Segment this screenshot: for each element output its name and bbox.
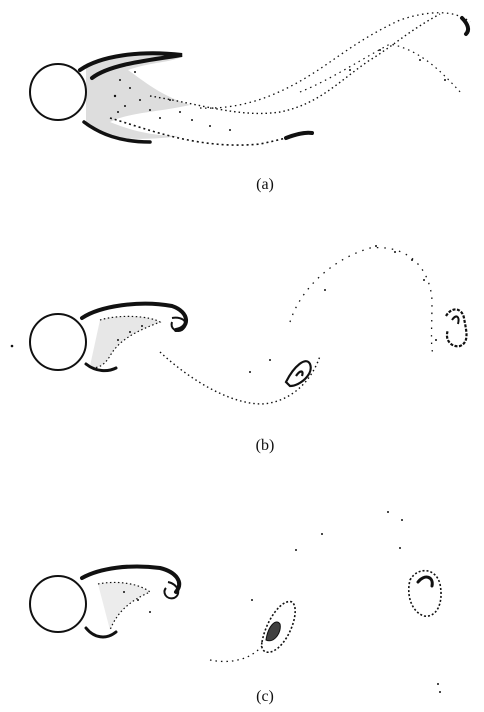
particles-c	[123, 511, 441, 693]
cylinder-a	[30, 64, 86, 120]
streak-lower-b	[160, 352, 320, 404]
cylinder-c	[30, 576, 86, 632]
streak-lower-c	[210, 646, 262, 661]
streak-lower-tip-a	[286, 133, 312, 138]
streak-main-a	[150, 14, 440, 113]
panel-c	[30, 511, 441, 693]
cylinder-b	[30, 314, 86, 370]
wake-lobe-c	[98, 582, 150, 630]
streak-mid-a	[300, 44, 462, 94]
panel-label-c: (c)	[235, 688, 295, 706]
panel-a	[30, 13, 470, 145]
wake-body-a	[86, 53, 190, 139]
shear-layer-bottom-c	[86, 628, 116, 637]
panel-label-a: (a)	[235, 176, 295, 194]
vortex-b2	[446, 309, 467, 346]
vortex-b1	[286, 361, 311, 386]
streak-upper-tip-a	[462, 18, 468, 34]
panel-b	[11, 245, 467, 404]
streak-upper-a	[200, 13, 470, 108]
streak-upper-b	[290, 248, 434, 356]
vortex-b2-inner	[452, 317, 459, 324]
vortex-c2-core	[418, 577, 432, 586]
panel-label-b: (b)	[235, 437, 295, 455]
vortex-c1-core	[266, 622, 280, 641]
wake-lobe-b	[90, 316, 160, 367]
